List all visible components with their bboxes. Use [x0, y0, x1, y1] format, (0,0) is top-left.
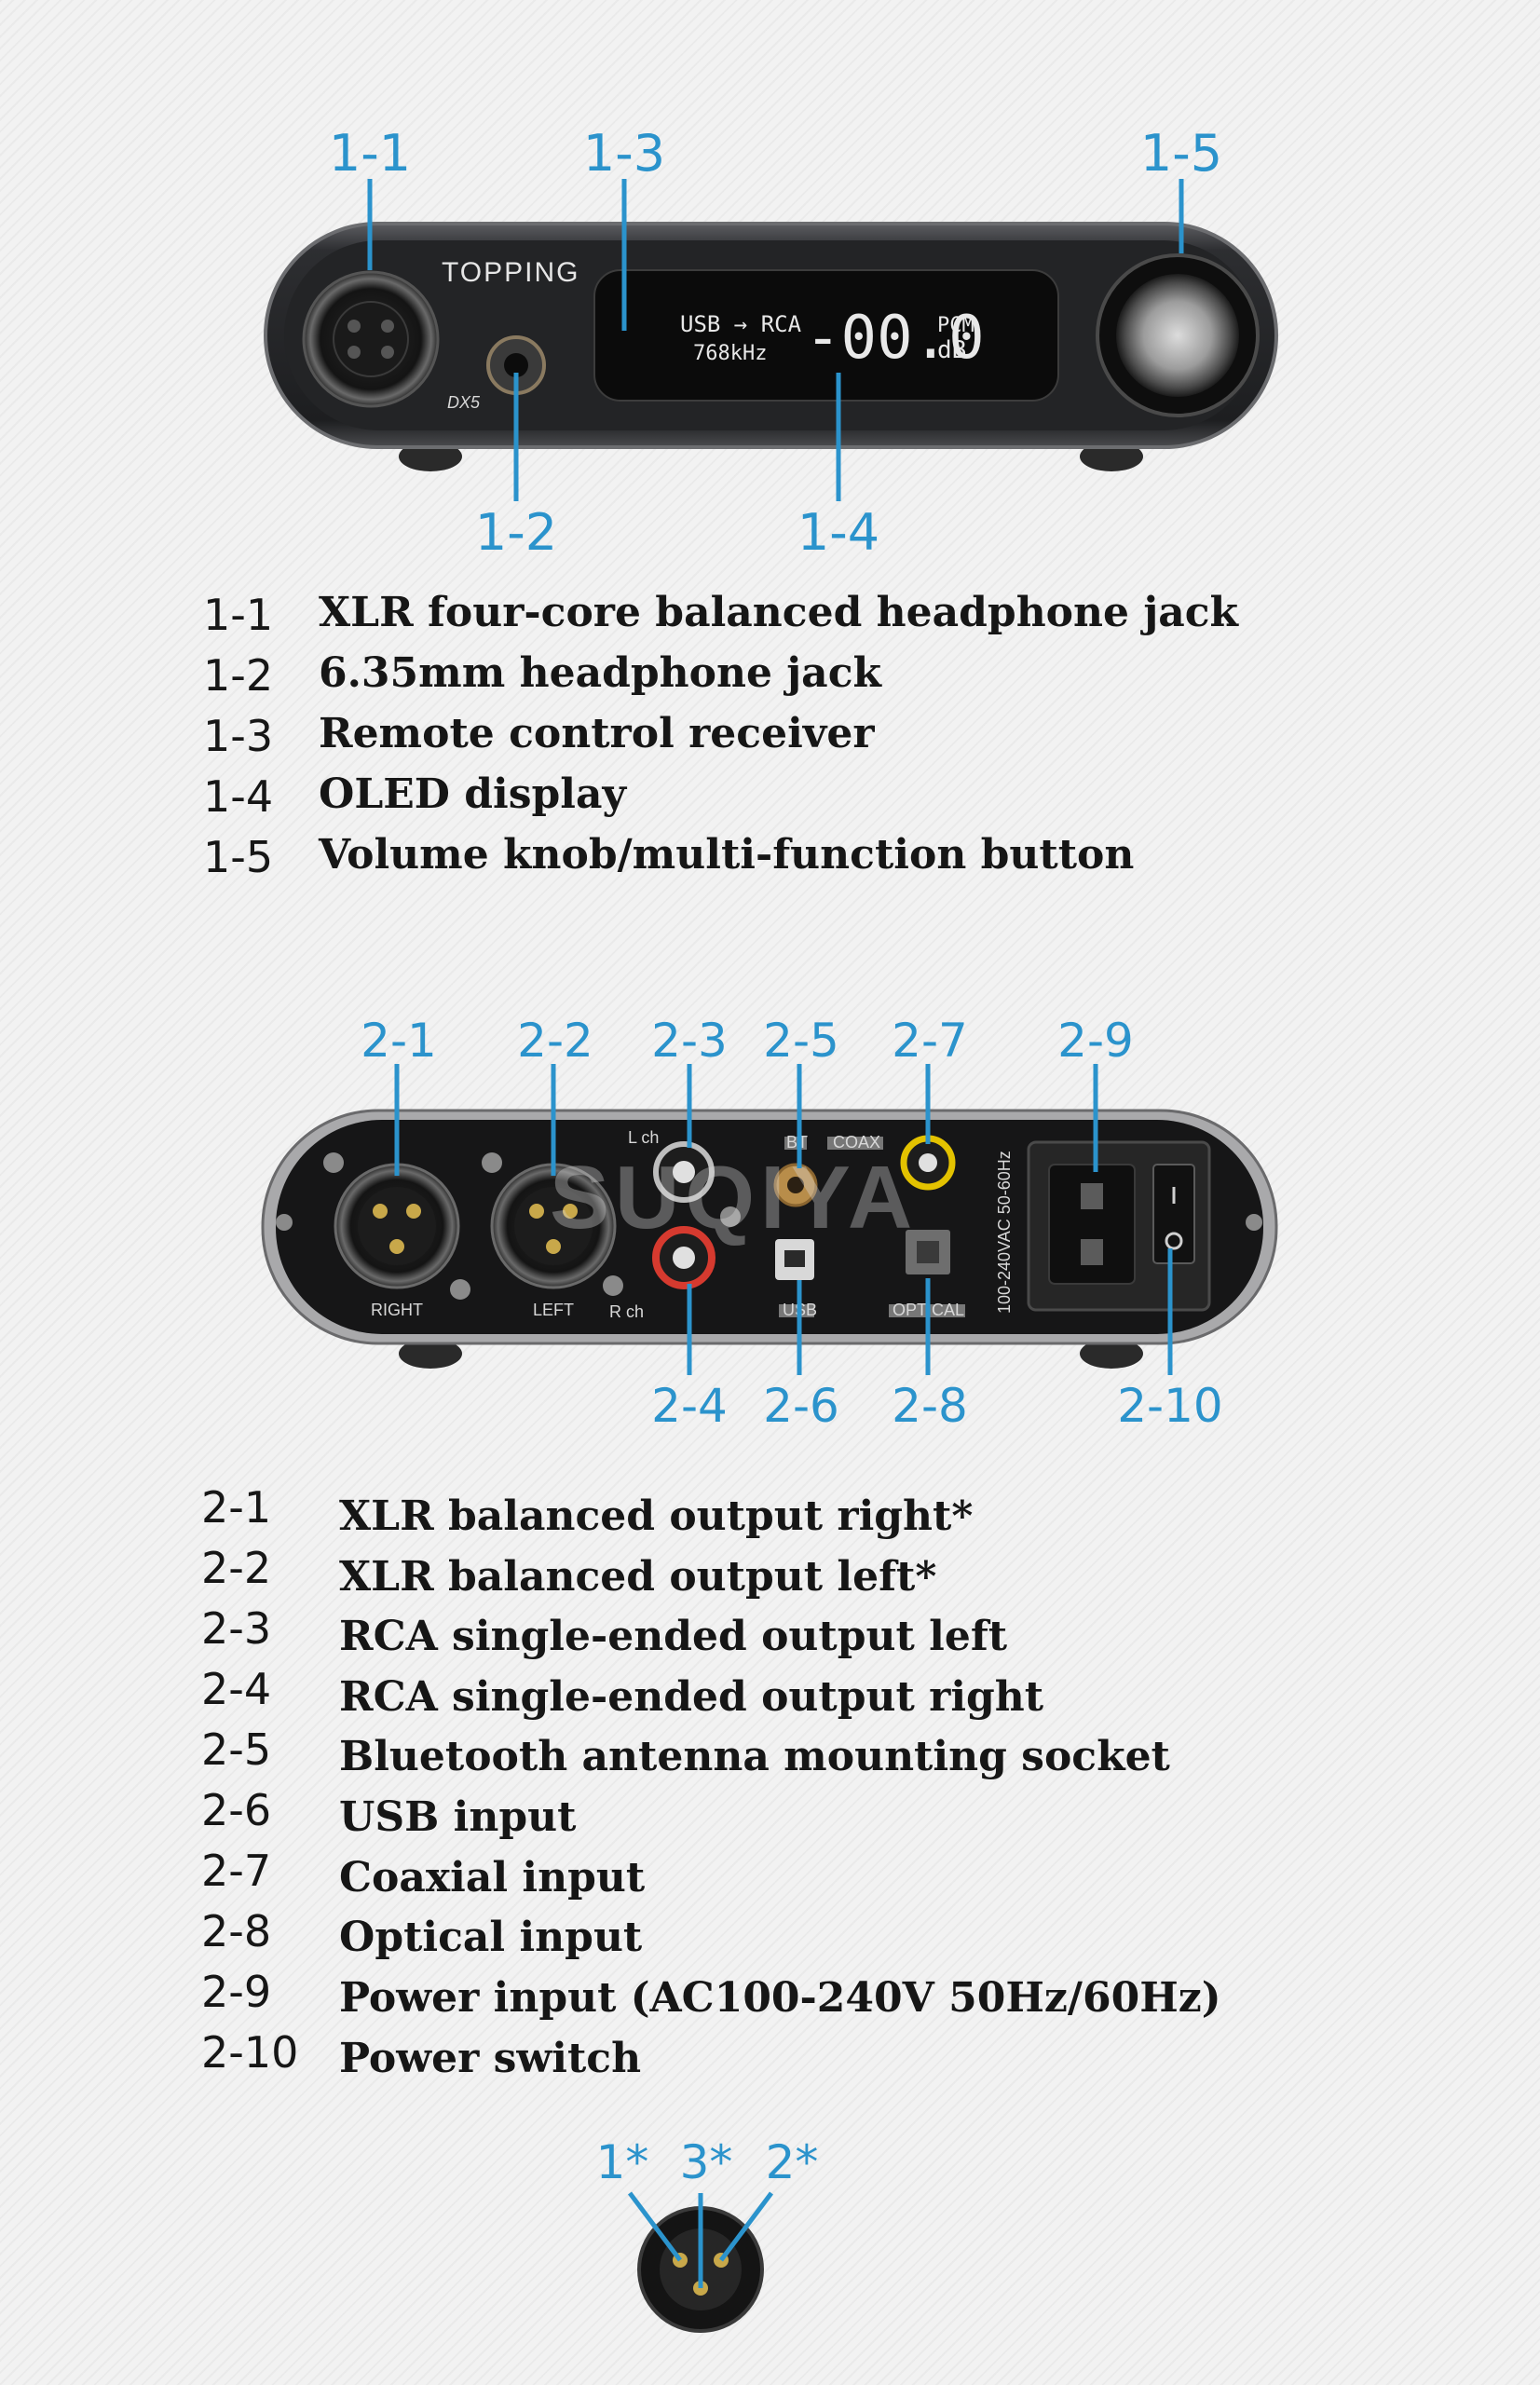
callout-1-1: 1-1	[329, 124, 411, 183]
oled-rate: 768kHz	[693, 342, 767, 365]
oled-volume: -00.0	[805, 304, 985, 373]
oled-format: PCM	[937, 314, 974, 337]
legend-text: Power switch	[339, 2035, 641, 2082]
legend-code: 1-2	[203, 650, 273, 701]
front-legend: 1-1 XLR four-core balanced headphone jac…	[203, 589, 1240, 882]
pin-label-3: 3*	[680, 2135, 733, 2189]
pin-label-1: 1*	[596, 2135, 649, 2189]
model-label: DX5	[447, 393, 481, 412]
callout-2-5: 2-5	[763, 1014, 839, 1068]
label-left: LEFT	[533, 1301, 574, 1319]
legend-code: 2-5	[201, 1724, 271, 1775]
xlr-output-left	[482, 1152, 623, 1296]
rca-output-left	[653, 1141, 715, 1203]
front-callout-lines	[367, 179, 1184, 501]
callout-1-2: 1-2	[475, 503, 557, 562]
legend-code: 2-6	[201, 1785, 271, 1835]
xlr-headphone-jack	[302, 270, 440, 408]
rear-panel-device: RIGHT LEFT L ch R ch BT	[261, 1109, 1278, 1369]
optical-input	[906, 1230, 950, 1274]
legend-text: Coaxial input	[339, 1854, 646, 1901]
legend-code: 2-10	[201, 2027, 298, 2078]
legend-text: XLR balanced output right*	[339, 1492, 973, 1540]
rca-output-right	[652, 1226, 715, 1289]
callout-1-4: 1-4	[797, 503, 879, 562]
pin-label-2: 2*	[766, 2135, 819, 2189]
callout-2-4: 2-4	[651, 1379, 728, 1433]
xlr-pin-detail	[628, 2191, 773, 2333]
legend-code: 2-2	[201, 1543, 271, 1593]
legend-text: 6.35mm headphone jack	[319, 649, 882, 697]
legend-code: 2-9	[201, 1967, 271, 2017]
callout-2-8: 2-8	[892, 1379, 968, 1433]
legend-text: Power input (AC100-240V 50Hz/60Hz)	[339, 1974, 1221, 2022]
legend-text: XLR balanced output left*	[339, 1553, 936, 1601]
legend-code: 2-1	[201, 1482, 271, 1533]
label-coax: COAX	[833, 1133, 880, 1152]
rear-callout-lines	[394, 1064, 1173, 1375]
callout-1-5: 1-5	[1140, 124, 1222, 183]
callout-2-10: 2-10	[1117, 1379, 1222, 1433]
callout-2-9: 2-9	[1057, 1014, 1134, 1068]
coaxial-input	[900, 1135, 956, 1191]
callout-2-7: 2-7	[892, 1014, 968, 1068]
front-panel-device: TOPPING DX5 USB → RCA 768kHz -00.0 PCM d…	[264, 222, 1278, 471]
brand-logo: TOPPING	[442, 257, 579, 288]
legend-code: 2-3	[201, 1603, 271, 1654]
callout-2-2: 2-2	[517, 1014, 593, 1068]
oled-display: USB → RCA 768kHz -00.0 PCM dB	[593, 269, 1059, 402]
legend-text: XLR four-core balanced headphone jack	[319, 589, 1240, 636]
usb-input	[775, 1239, 814, 1280]
xlr-output-right	[323, 1152, 470, 1300]
legend-text: OLED display	[319, 770, 628, 818]
legend-text: Bluetooth antenna mounting socket	[339, 1733, 1171, 1780]
legend-text: USB input	[339, 1793, 577, 1841]
legend-code: 2-7	[201, 1846, 271, 1896]
callout-2-6: 2-6	[763, 1379, 839, 1433]
callout-1-3: 1-3	[583, 124, 665, 183]
legend-code: 1-1	[203, 590, 273, 640]
power-switch	[1152, 1164, 1195, 1264]
label-rch: R ch	[609, 1302, 644, 1321]
legend-text: RCA single-ended output left	[339, 1613, 1008, 1660]
legend-code: 2-8	[201, 1906, 271, 1956]
legend-code: 2-4	[201, 1664, 271, 1714]
label-lch: L ch	[628, 1128, 659, 1147]
volume-knob	[1096, 253, 1260, 417]
legend-text: RCA single-ended output right	[339, 1673, 1044, 1721]
legend-text: Volume knob/multi-function button	[318, 831, 1134, 879]
oled-unit: dB	[937, 336, 966, 364]
rear-legend: 2-1 XLR balanced output right* 2-2 XLR b…	[201, 1482, 1221, 2082]
callout-2-1: 2-1	[361, 1014, 437, 1068]
legend-text: Remote control receiver	[319, 710, 875, 757]
watermark: SUQIYA	[550, 1148, 918, 1247]
legend-text: Optical input	[339, 1914, 643, 1961]
bt-antenna-socket	[773, 1163, 818, 1207]
legend-code: 1-5	[203, 832, 273, 882]
label-right: RIGHT	[371, 1301, 423, 1319]
legend-code: 1-3	[203, 711, 273, 761]
legend-code: 1-4	[203, 771, 273, 822]
callout-2-3: 2-3	[651, 1014, 728, 1068]
label-power-rating: 100-240VAC 50-60Hz	[995, 1151, 1014, 1314]
oled-route: USB → RCA	[680, 311, 802, 337]
